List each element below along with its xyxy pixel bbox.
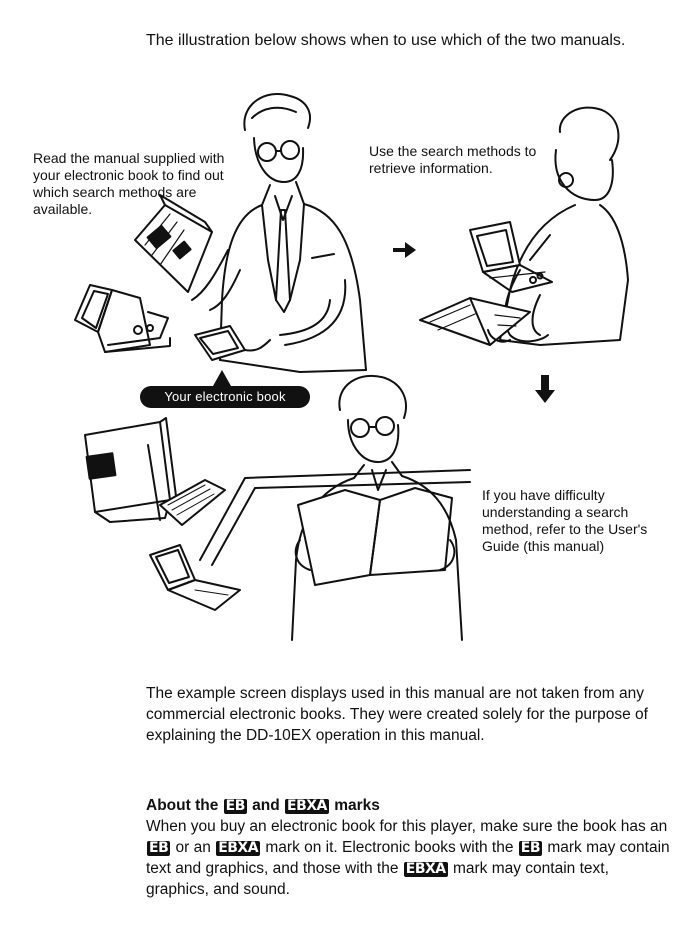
eb-mark-icon: EB bbox=[147, 840, 171, 856]
disclaimer-paragraph: The example screen displays used in this… bbox=[146, 685, 648, 744]
seated-man-reading-figure bbox=[291, 374, 463, 641]
open-manual-table bbox=[419, 297, 531, 346]
about-text-2: or an bbox=[171, 839, 216, 856]
about-text-4: mark may contain text and graphics, and … bbox=[146, 839, 670, 877]
eb-mark-icon: EB bbox=[518, 840, 543, 856]
eb-mark-icon: EB bbox=[223, 798, 247, 814]
caption-left: Read the manual supplied with your elect… bbox=[33, 150, 225, 217]
caption-bottom: If you have difficulty understanding a s… bbox=[482, 487, 648, 554]
about-heading-prefix: About the bbox=[146, 797, 223, 814]
electronic-book-player-bottom bbox=[149, 544, 241, 611]
electronic-book-in-hand bbox=[194, 325, 246, 361]
electronic-book-player-left bbox=[74, 284, 171, 353]
desktop-computer-illustration bbox=[84, 417, 226, 526]
about-text-5: mark may contain text, graphics, and sou… bbox=[146, 860, 609, 898]
electronic-book-label-pointer bbox=[213, 370, 231, 386]
intro-text: The illustration below shows when to use… bbox=[146, 32, 626, 49]
desk-edge bbox=[199, 469, 471, 566]
ebxa-mark-icon: EBXA bbox=[403, 861, 448, 877]
ebxa-mark-icon: EBXA bbox=[216, 840, 261, 856]
about-text-3: mark on it. Electronic books with the bbox=[261, 839, 518, 856]
about-heading-suffix: marks bbox=[329, 797, 380, 814]
back-view-man-figure bbox=[499, 106, 629, 346]
arrow-right-icon bbox=[393, 242, 416, 258]
electronic-book-label: Your electronic book bbox=[140, 386, 310, 408]
electronic-book-player-right bbox=[469, 221, 553, 293]
arrow-down-icon bbox=[535, 375, 555, 403]
open-manual-illustration bbox=[134, 194, 213, 293]
ebxa-mark-icon: EBXA bbox=[285, 798, 329, 814]
manual-usage-illustration bbox=[74, 93, 629, 641]
about-text-1: When you buy an electronic book for this… bbox=[146, 818, 668, 835]
about-marks-heading: About the EB and EBXA marks bbox=[146, 795, 666, 816]
standing-man-figure bbox=[191, 93, 367, 373]
caption-right: Use the search methods to retrieve infor… bbox=[369, 143, 537, 176]
about-marks-text: When you buy an electronic book for this… bbox=[146, 816, 676, 900]
about-heading-and: and bbox=[247, 797, 285, 814]
